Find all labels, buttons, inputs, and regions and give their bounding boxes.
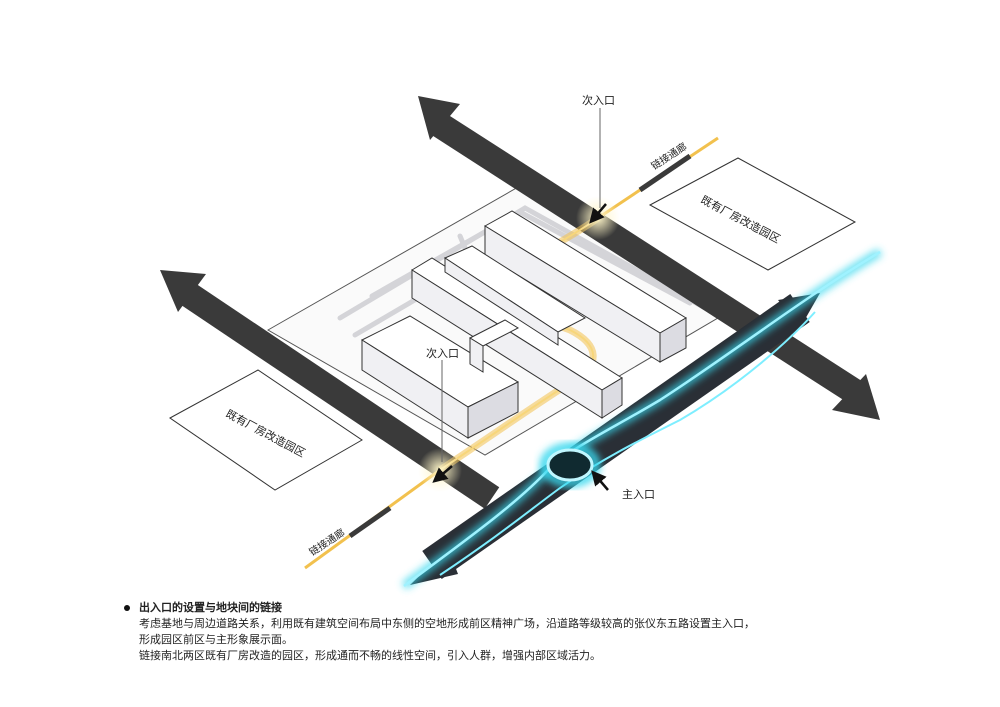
- road-nw-arrowhead: [418, 96, 460, 140]
- road-nw-se-body: [432, 114, 863, 403]
- road-w-arrowhead: [160, 270, 206, 312]
- bullet-dot: [124, 605, 130, 611]
- description-title: 出入口的设置与地块间的链接: [139, 601, 282, 614]
- description-line-2: 形成园区前区与主形象展示面。: [139, 633, 293, 646]
- building-5: [468, 319, 520, 373]
- buildings: [360, 210, 687, 439]
- glow-line-lower: [439, 311, 816, 576]
- description-line-3: 链接南北两区既有厂房改造的园区，形成通而不畅的线性空间，引入人群，增强内部区域活…: [139, 649, 601, 662]
- node-glow-bottom: [418, 448, 462, 492]
- building-1: [411, 257, 623, 419]
- corridor-top-dark: [638, 153, 692, 193]
- node-glow-top: [576, 196, 620, 240]
- arrow-main-entrance: [591, 470, 609, 491]
- main-road: [401, 248, 883, 590]
- label-secondary-entrance-top: 次入口: [582, 93, 615, 107]
- description-title-row: 出入口的设置与地块间的链接: [124, 600, 944, 616]
- roundabout: [546, 448, 594, 482]
- building-2: [484, 210, 687, 363]
- factory-zone-left: [169, 369, 363, 491]
- description-line-1: 考虑基地与周边道路关系，利用既有建筑空间布局中东侧的空地形成前区精神广场，沿道路…: [139, 617, 755, 630]
- building-3: [443, 245, 587, 346]
- road-se-arrowhead: [832, 374, 880, 420]
- glow-line-upper: [403, 250, 881, 588]
- road-northwest-southeast: [418, 96, 880, 420]
- label-main-entrance: 主入口: [622, 488, 655, 501]
- site-access-diagram: 次入口 次入口 主入口 链接通廊 链接通廊 既有厂房改造园区 既有厂房改造园区: [160, 93, 883, 590]
- corridor-bottom-dark: [348, 505, 392, 539]
- description-block: 出入口的设置与地块间的链接 考虑基地与周边道路关系，利用既有建筑空间布局中东侧的…: [124, 600, 944, 664]
- label-secondary-entrance-mid: 次入口: [426, 346, 459, 360]
- factory-zone-right: [648, 157, 857, 271]
- arrow-secondary-mid: [432, 465, 453, 483]
- arrow-secondary-top: [589, 203, 607, 224]
- roundabout-glow: [540, 443, 600, 487]
